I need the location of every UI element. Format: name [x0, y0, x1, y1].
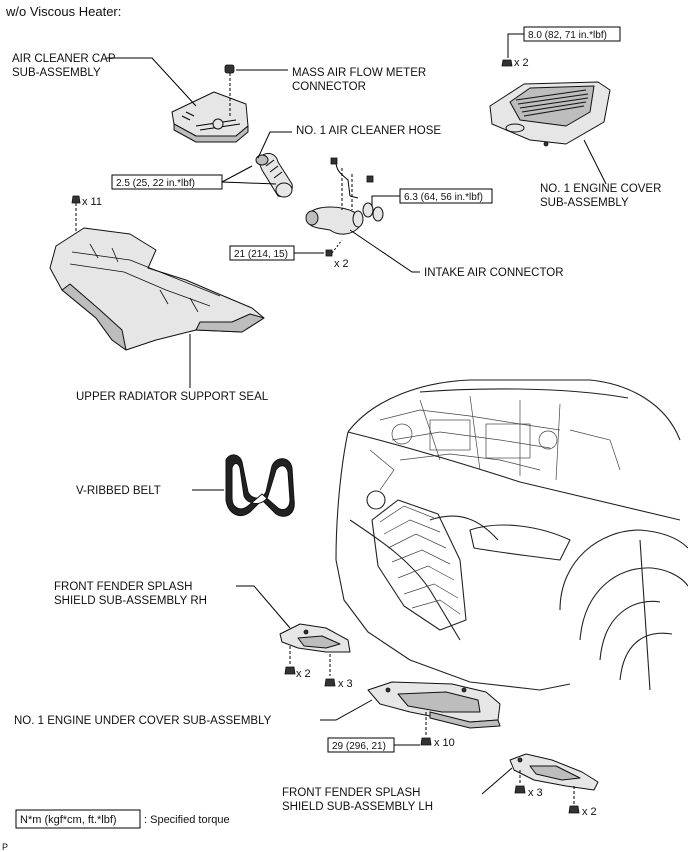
air-cleaner-cap-illustration — [171, 91, 249, 143]
splash-shield-rh-illustration — [279, 623, 351, 676]
label-under-cover: NO. 1 ENGINE UNDER COVER SUB-ASSEMBLY — [14, 715, 272, 727]
legend-unit: N*m (kgf*cm, ft.*lbf) — [20, 814, 117, 826]
qty-under-cover: x 10 — [434, 737, 455, 749]
leader-splash-lh — [481, 767, 513, 795]
label-maf-connector-1: MASS AIR FLOW METER — [292, 67, 426, 79]
torque-clamp: 6.3 (64, 56 in.*lbf) — [404, 192, 483, 203]
torque-under-cover: 29 (296, 21) — [332, 741, 386, 752]
engine-cover-illustration — [489, 81, 611, 147]
under-cover-illustration — [367, 681, 501, 736]
splash-lh-bolt-icon-b — [568, 805, 580, 814]
qty-splash-lh-b: x 2 — [582, 806, 597, 818]
leader-air-cleaner-hose — [257, 131, 292, 159]
leader-air-cleaner-cap — [106, 57, 197, 107]
engine-cover-nut-icon — [501, 59, 513, 67]
qty-radiator-seal: x 11 — [82, 196, 102, 208]
leader-torque-engine-cover — [507, 33, 524, 58]
torque-engine-cover: 8.0 (82, 71 in.*lbf) — [528, 30, 607, 41]
label-engine-cover-1: NO. 1 ENGINE COVER — [540, 183, 661, 195]
label-splash-rh-1: FRONT FENDER SPLASH — [54, 581, 192, 593]
leader-engine-cover — [583, 139, 607, 185]
leader-splash-rh — [236, 585, 291, 629]
maf-connector-illustration — [224, 64, 235, 116]
qty-splash-lh-a: x 3 — [528, 787, 543, 799]
leader-torque-hose-1 — [221, 165, 253, 183]
under-cover-bolt-icon — [420, 737, 432, 746]
torque-intake-bolt: 21 (214, 15) — [234, 249, 288, 260]
qty-intake-bolt: x 2 — [334, 258, 349, 270]
torque-hose: 2.5 (25, 22 in.*lbf) — [116, 178, 195, 189]
label-radiator-seal: UPPER RADIATOR SUPPORT SEAL — [76, 391, 269, 403]
v-ribbed-belt-illustration — [225, 454, 295, 517]
radiator-seal-illustration — [49, 227, 265, 351]
splash-rh-bolt-icon-b — [324, 678, 336, 687]
figure-code: P — [2, 842, 8, 852]
splash-shield-lh-illustration — [509, 753, 599, 804]
label-v-belt: V-RIBBED BELT — [76, 485, 161, 497]
splash-rh-bolt-icon-a — [284, 666, 296, 675]
qty-splash-rh-a: x 2 — [296, 668, 311, 680]
label-splash-rh-2: SHIELD SUB-ASSEMBLY RH — [54, 595, 207, 607]
label-splash-lh-1: FRONT FENDER SPLASH — [282, 787, 420, 799]
legend-torque-box — [15, 809, 141, 829]
intake-bolt-icon — [325, 239, 343, 257]
legend-meaning: : Specified torque — [144, 814, 230, 826]
vehicle-front-illustration — [335, 379, 688, 691]
leader-torque-clamp — [371, 195, 400, 206]
qty-splash-rh-b: x 3 — [338, 678, 353, 690]
label-air-cleaner-cap-1: AIR CLEANER CAP — [12, 53, 116, 65]
label-splash-lh-2: SHIELD SUB-ASSEMBLY LH — [282, 801, 433, 813]
qty-engine-cover: x 2 — [514, 57, 529, 69]
leader-intake-connector — [349, 229, 420, 273]
splash-lh-bolt-icon-a — [514, 785, 526, 794]
label-air-cleaner-hose: NO. 1 AIR CLEANER HOSE — [296, 125, 441, 137]
leader-torque-hose-2 — [221, 181, 277, 185]
label-intake-connector: INTAKE AIR CONNECTOR — [424, 267, 564, 279]
air-cleaner-hose-illustration — [255, 153, 293, 198]
label-air-cleaner-cap-2: SUB-ASSEMBLY — [12, 67, 101, 79]
label-maf-connector-2: CONNECTOR — [292, 81, 366, 93]
leader-under-cover — [320, 699, 373, 721]
intake-air-connector-illustration — [305, 157, 384, 235]
diagram-title: w/o Viscous Heater: — [5, 4, 121, 19]
label-engine-cover-2: SUB-ASSEMBLY — [540, 197, 629, 209]
